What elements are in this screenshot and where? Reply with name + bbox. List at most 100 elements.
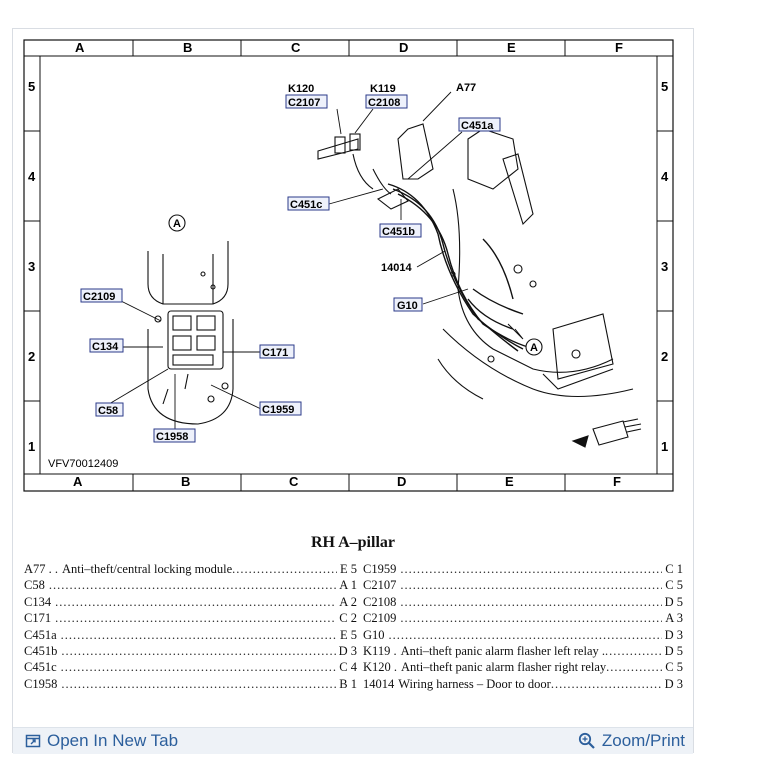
wiring-diagram: A B C D E F A B C D E F 5 4 3 2 1 5 4 3 … [23, 39, 674, 492]
fuse-panel-drawing [147, 241, 234, 425]
legend-code: C1958 [24, 676, 58, 691]
legend-code: K119 . [363, 644, 397, 659]
legend-code: C451a [24, 627, 57, 642]
legend-leader-dots [49, 577, 336, 593]
legend-code: C451c [24, 660, 57, 675]
col-label-top: F [615, 40, 623, 55]
connector-icon-drawing [571, 418, 642, 448]
legend-code: G10 [363, 627, 385, 642]
label-c451a: C451a [461, 120, 494, 132]
legend-code: C2107 [363, 578, 397, 593]
diagram-card: A B C D E F A B C D E F 5 4 3 2 1 5 4 3 … [12, 28, 694, 754]
row-label-right: 3 [661, 259, 668, 274]
row-label-left: 5 [28, 79, 35, 94]
legend-code: C134 [24, 594, 52, 609]
col-label-bottom: F [613, 474, 621, 489]
legend-description: Anti–theft panic alarm flasher right rel… [401, 660, 607, 675]
legend-row: C2108 D 5 [363, 594, 683, 610]
legend-left: A77 . .Anti–theft/central locking module… [24, 561, 357, 692]
callout-label: A [173, 218, 181, 230]
label-c2107: C2107 [288, 97, 320, 109]
col-label-bottom: C [289, 474, 299, 489]
legend-leader-dots [55, 594, 336, 610]
legend-grid-location: E 5 [339, 562, 357, 576]
callout-label: A [530, 342, 538, 354]
label-c1959: C1959 [262, 404, 294, 416]
label-c451b: C451b [382, 226, 415, 238]
legend-row: A77 . .Anti–theft/central locking module… [24, 561, 357, 577]
legend-row: C2107 C 5 [363, 577, 683, 593]
label-k120: K120 [288, 83, 314, 95]
legend-row: K120 .Anti–theft panic alarm flasher rig… [363, 659, 683, 675]
a-pillar-drawing [437, 128, 634, 400]
legend-grid-location: D 3 [664, 627, 683, 642]
open-tab-icon [25, 734, 41, 748]
legend-grid-location: D 3 [338, 644, 357, 659]
label-14014: 14014 [381, 262, 412, 274]
legend-code: A77 . . [24, 562, 59, 576]
diagram-caption: RH A–pillar [310, 534, 395, 551]
footer-bar: Open In New Tab Zoom/Print [13, 727, 693, 754]
legend-grid-location: C 2 [339, 611, 357, 626]
row-label-left: 3 [28, 259, 35, 274]
legend-leader-dots [551, 676, 662, 692]
label-c2108: C2108 [368, 97, 400, 109]
col-label-bottom: A [73, 474, 83, 489]
label-g10: G10 [397, 300, 418, 312]
legend-leader-dots [55, 610, 336, 626]
legend-grid-location: C 5 [665, 660, 683, 675]
row-label-left: 2 [28, 349, 35, 364]
legend-leader-dots [61, 643, 335, 659]
legend-code: C171 [24, 611, 52, 626]
row-label-right: 2 [661, 349, 668, 364]
legend-grid-location: C 4 [339, 660, 357, 675]
col-label-bottom: E [505, 474, 514, 489]
row-label-right: 1 [661, 439, 668, 454]
legend-grid-location: D 5 [664, 644, 683, 659]
legend-description: Wiring harness – Door to door [398, 676, 551, 691]
label-c2109: C2109 [83, 291, 115, 303]
legend-leader-dots [606, 659, 662, 675]
legend-row: C451aE 5 [24, 627, 357, 643]
legend-leader-dots [400, 610, 662, 626]
legend-description: Anti–theft/central locking module [62, 562, 233, 576]
legend-grid-location: D 3 [664, 676, 683, 691]
col-label-top: E [507, 40, 516, 55]
legend-code: C2108 [363, 594, 397, 609]
legend-leader-dots [400, 577, 662, 593]
legend-row: C58A 1 [24, 577, 357, 593]
figure-id: VFV70012409 [48, 458, 118, 470]
legend-row: G10 D 3 [363, 627, 683, 643]
label-a77: A77 [456, 82, 476, 94]
legend-leader-dots [605, 643, 662, 659]
legend-row: C134 A 2 [24, 594, 357, 610]
col-label-top: B [183, 40, 192, 55]
open-in-new-tab-label: Open In New Tab [47, 731, 179, 750]
legend-grid-location: D 5 [664, 594, 683, 609]
col-label-top: C [291, 40, 301, 55]
legend-row: C451c C 4 [24, 659, 357, 675]
col-label-bottom: D [397, 474, 406, 489]
legend-grid-location: A 2 [339, 594, 357, 609]
legend-grid-location: B 1 [339, 676, 357, 691]
open-in-new-tab-button[interactable]: Open In New Tab [25, 731, 178, 751]
legend-grid-location: A 3 [665, 611, 683, 626]
legend-row: C2109A 3 [363, 610, 683, 626]
legend-grid-location: C 1 [665, 562, 683, 576]
legend-leader-dots [400, 594, 661, 610]
col-label-top: D [399, 40, 408, 55]
legend-code: K120 . [363, 660, 398, 675]
label-c1958: C1958 [156, 431, 188, 443]
label-c451c: C451c [290, 199, 322, 211]
legend-row: C451bD 3 [24, 643, 357, 659]
module-drawing [317, 123, 434, 210]
label-c58: C58 [98, 405, 118, 417]
callout-a [168, 214, 543, 356]
zoom-print-button[interactable]: Zoom/Print [578, 731, 685, 751]
label-c134: C134 [92, 341, 119, 353]
legend-grid-location: C 5 [665, 578, 683, 593]
legend-leader-dots [61, 627, 337, 643]
